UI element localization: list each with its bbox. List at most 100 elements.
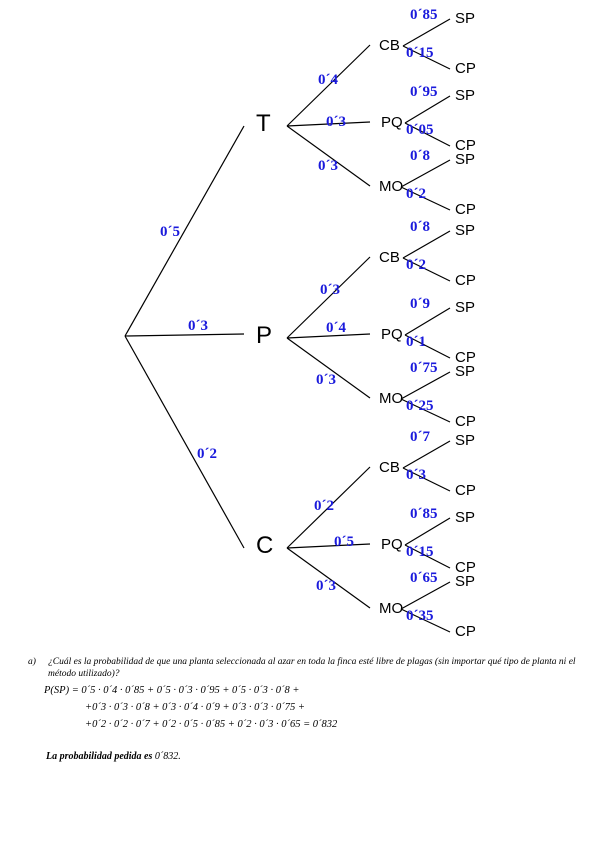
branch-line	[402, 257, 451, 282]
branch-line	[400, 608, 451, 633]
branch-prob: 0´4	[326, 320, 346, 336]
leaf-label-SP: SP	[455, 299, 475, 316]
branch-prob: 0´2	[197, 446, 217, 462]
branch-line	[400, 186, 451, 211]
question-letter: a)	[28, 657, 36, 667]
branch-prob: 0´75	[410, 360, 438, 376]
node-label-T: T	[256, 110, 271, 137]
branch-line	[124, 333, 245, 337]
branch-prob: 0´7	[410, 429, 430, 445]
leaf-label-SP: SP	[455, 151, 475, 168]
branch-prob: 0´3	[188, 318, 208, 334]
branch-line	[286, 256, 371, 339]
branch-prob: 0´25	[406, 398, 434, 414]
branch-line	[402, 467, 451, 492]
branch-line	[400, 581, 451, 610]
formula-line-3: +0´2 · 0´2 · 0´7 + 0´2 · 0´5 · 0´85 + 0´…	[85, 719, 338, 730]
branch-line	[400, 371, 451, 400]
branch-prob: 0´2	[406, 257, 426, 273]
branch-prob: 0´3	[320, 282, 340, 298]
branch-line	[124, 125, 245, 337]
branch-line	[286, 466, 371, 549]
branch-line	[402, 440, 451, 469]
formula-line-1: P(SP) = 0´5 · 0´4 · 0´85 + 0´5 · 0´3 · 0…	[44, 685, 300, 696]
branch-line	[404, 517, 451, 546]
branch-line	[286, 337, 371, 399]
branch-prob: 0´3	[318, 158, 338, 174]
branch-prob: 0´5	[334, 534, 354, 550]
answer-value: 0´832.	[154, 751, 181, 762]
branch-line	[124, 335, 245, 549]
question: a) ¿Cuál es la probabilidad de que una p…	[28, 656, 588, 680]
branch-line	[402, 18, 451, 47]
leaf-label-CP: CP	[455, 60, 476, 77]
leaf-label-SP: SP	[455, 363, 475, 380]
node-label-MO: MO	[379, 390, 403, 407]
node-label-CB: CB	[379, 37, 400, 54]
node-label-CB: CB	[379, 459, 400, 476]
branch-prob: 0´8	[410, 219, 430, 235]
branch-prob: 0´85	[410, 7, 438, 23]
leaf-label-CP: CP	[455, 623, 476, 640]
branch-line	[400, 398, 451, 423]
branch-line	[402, 230, 451, 259]
leaf-label-CP: CP	[455, 559, 476, 576]
branch-line	[404, 122, 451, 147]
branch-line	[404, 307, 451, 336]
leaf-label-SP: SP	[455, 87, 475, 104]
branch-prob: 0´95	[410, 84, 438, 100]
branch-prob: 0´85	[410, 506, 438, 522]
branch-prob: 0´3	[326, 114, 346, 130]
branch-prob: 0´9	[410, 296, 430, 312]
leaf-label-CP: CP	[455, 349, 476, 366]
branch-prob: 0´5	[160, 224, 180, 240]
branch-prob: 0´1	[406, 334, 426, 350]
branch-line	[286, 333, 371, 339]
branch-prob: 0´3	[316, 578, 336, 594]
question-text: ¿Cuál es la probabilidad de que una plan…	[48, 657, 576, 679]
answer-label: La probabilidad pedida es	[46, 751, 153, 762]
branch-prob: 0´65	[410, 570, 438, 586]
leaf-label-CP: CP	[455, 272, 476, 289]
leaf-label-SP: SP	[455, 432, 475, 449]
branch-prob: 0´15	[406, 544, 434, 560]
node-label-CB: CB	[379, 249, 400, 266]
leaf-label-CP: CP	[455, 137, 476, 154]
branch-line	[402, 45, 451, 70]
branch-line	[286, 543, 371, 549]
leaf-label-CP: CP	[455, 482, 476, 499]
leaf-label-SP: SP	[455, 10, 475, 27]
node-label-PQ: PQ	[381, 536, 403, 553]
node-label-MO: MO	[379, 178, 403, 195]
node-label-PQ: PQ	[381, 326, 403, 343]
branch-line	[286, 121, 371, 127]
formula-line-2: +0´3 · 0´3 · 0´8 + 0´3 · 0´4 · 0´9 + 0´3…	[85, 702, 305, 713]
leaf-label-SP: SP	[455, 509, 475, 526]
leaf-label-SP: SP	[455, 573, 475, 590]
branch-line	[286, 125, 371, 187]
branch-prob: 0´3	[316, 372, 336, 388]
branch-line	[404, 544, 451, 569]
branch-prob: 0´8	[410, 148, 430, 164]
branch-line	[286, 44, 371, 127]
leaf-label-CP: CP	[455, 413, 476, 430]
branch-prob: 0´2	[406, 186, 426, 202]
branch-prob: 0´15	[406, 45, 434, 61]
branch-line	[400, 159, 451, 188]
branch-prob: 0´3	[406, 467, 426, 483]
leaf-label-CP: CP	[455, 201, 476, 218]
formula: P(SP) = 0´5 · 0´4 · 0´85 + 0´5 · 0´3 · 0…	[28, 682, 588, 733]
node-label-P: P	[256, 322, 272, 349]
leaf-label-SP: SP	[455, 222, 475, 239]
node-label-MO: MO	[379, 600, 403, 617]
answer: La probabilidad pedida es 0´832.	[28, 751, 588, 762]
node-label-C: C	[256, 532, 273, 559]
node-label-PQ: PQ	[381, 114, 403, 131]
branch-line	[286, 547, 371, 609]
branch-prob: 0´2	[314, 498, 334, 514]
branch-line	[404, 334, 451, 359]
branch-prob: 0´05	[406, 122, 434, 138]
branch-line	[404, 95, 451, 124]
branch-prob: 0´4	[318, 72, 338, 88]
